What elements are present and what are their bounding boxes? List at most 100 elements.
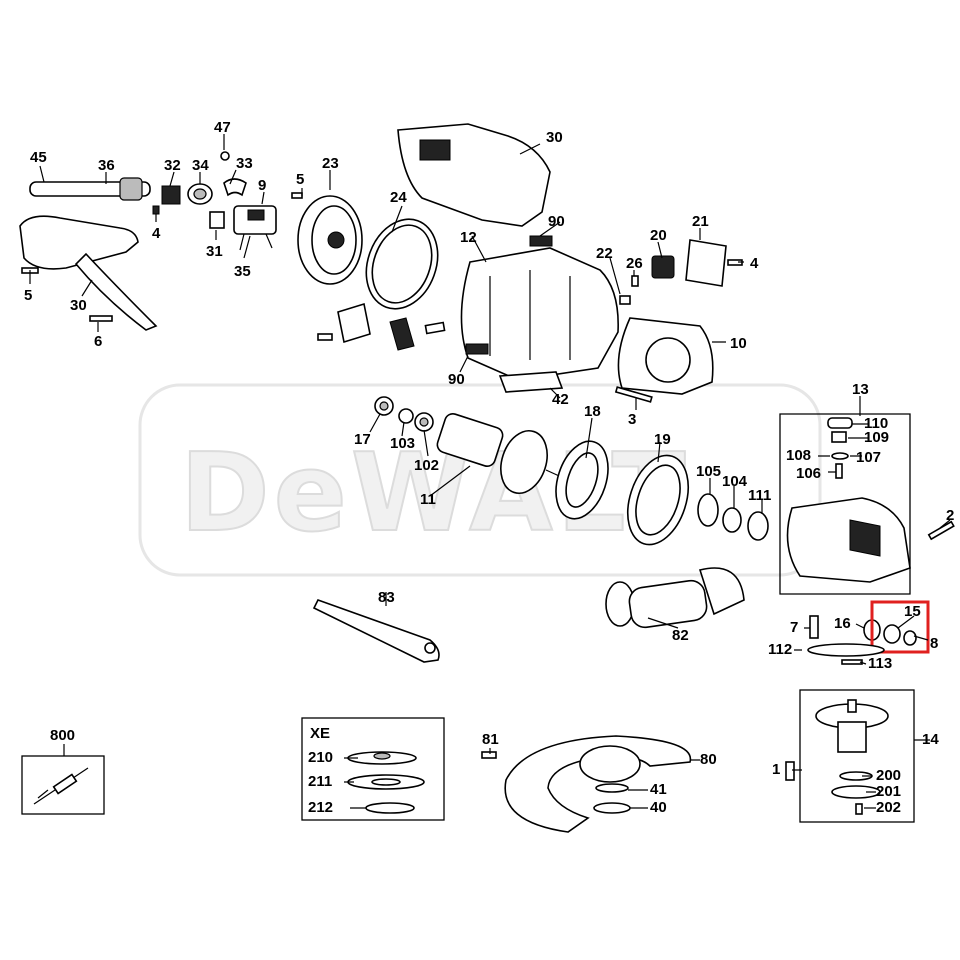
part-83-wrench[interactable] — [312, 599, 440, 663]
xe-kit-box — [301, 717, 445, 821]
part-103-washer[interactable] — [398, 408, 414, 424]
part-33-clip[interactable] — [223, 178, 247, 197]
part-210-flange[interactable] — [347, 751, 417, 765]
part-104-washer[interactable] — [722, 507, 742, 533]
label-9: 9 — [258, 177, 266, 194]
part-211-disc[interactable] — [347, 774, 425, 790]
part-31-block[interactable] — [209, 211, 225, 229]
label-103: 103 — [390, 435, 415, 452]
part-40-nut[interactable] — [593, 802, 631, 814]
part-34-ring[interactable] — [187, 183, 213, 205]
part-3-screw[interactable] — [614, 386, 653, 403]
label-20: 20 — [650, 227, 667, 244]
part-110-button[interactable] — [827, 417, 853, 429]
part-36-rod[interactable] — [29, 177, 151, 201]
part-82-side-handle[interactable] — [605, 567, 745, 629]
part-47-ring[interactable] — [220, 151, 230, 161]
part-23-fan[interactable] — [297, 195, 363, 285]
part-102-bearing[interactable] — [414, 412, 434, 432]
part-18-baffle[interactable] — [547, 435, 617, 526]
label-102: 102 — [414, 457, 439, 474]
label-45: 45 — [30, 149, 47, 166]
part-gear-case[interactable] — [786, 497, 911, 583]
label-5-left: 5 — [24, 287, 32, 304]
part-12-motor-housing[interactable] — [460, 247, 619, 381]
label-XE: XE — [310, 725, 330, 742]
label-47: 47 — [214, 119, 231, 136]
part-800-grease-gun[interactable] — [21, 755, 105, 815]
highlight-box — [870, 600, 930, 654]
label-4-left: 4 — [152, 225, 161, 242]
label-15: 15 — [904, 603, 921, 620]
label-107: 107 — [856, 449, 881, 466]
label-12: 12 — [460, 229, 477, 246]
label-22: 22 — [596, 245, 613, 262]
part-22-pin[interactable] — [619, 295, 631, 305]
label-800: 800 — [50, 727, 75, 744]
part-brush-holders[interactable] — [317, 302, 446, 351]
label-35: 35 — [234, 263, 251, 280]
part-35-switch[interactable] — [233, 205, 277, 251]
part-30-top-housing[interactable] — [397, 123, 551, 227]
part-41-flange[interactable] — [595, 783, 629, 793]
part-80-guard[interactable] — [504, 735, 692, 833]
leader-lines — [29, 134, 951, 809]
label-113: 113 — [868, 655, 892, 672]
label-10: 10 — [730, 335, 747, 352]
part-112-o-ring[interactable] — [807, 643, 885, 657]
part-81-screw[interactable] — [481, 751, 497, 759]
part-14-spindle-gear[interactable] — [815, 699, 889, 753]
label-34: 34 — [192, 157, 209, 174]
part-107-washer[interactable] — [831, 452, 849, 460]
part-10-field-coil[interactable] — [617, 317, 714, 395]
part-19-bearing-ring[interactable] — [617, 448, 699, 553]
part-1-screw[interactable] — [785, 761, 795, 781]
label-40: 40 — [650, 799, 667, 816]
part-105-ring[interactable] — [697, 493, 719, 527]
part-20-switch[interactable] — [651, 255, 675, 279]
label-23: 23 — [322, 155, 339, 172]
label-80: 80 — [700, 751, 717, 768]
label-212: 212 — [308, 799, 333, 816]
part-90-brush-lower[interactable] — [465, 343, 489, 355]
part-24-baffle-ring[interactable] — [354, 209, 449, 319]
part-32-bracket[interactable] — [161, 185, 181, 205]
part-42-insulation[interactable] — [498, 371, 564, 393]
part-26-pin[interactable] — [631, 275, 639, 287]
label-2: 2 — [946, 507, 954, 524]
label-106: 106 — [796, 465, 821, 482]
part-212-nut[interactable] — [365, 802, 415, 814]
part-90-brush-upper[interactable] — [529, 235, 553, 247]
label-21: 21 — [692, 213, 709, 230]
label-3: 3 — [628, 411, 636, 428]
part-201-plate[interactable] — [831, 785, 881, 799]
part-6-screw[interactable] — [89, 315, 113, 322]
label-108: 108 — [786, 447, 811, 464]
part-4-screw-left[interactable] — [152, 205, 160, 215]
part-21-cover[interactable] — [685, 239, 727, 287]
label-111: 111 — [748, 487, 771, 504]
part-5-screw-top[interactable] — [291, 192, 303, 199]
label-7: 7 — [790, 619, 798, 636]
part-7-screw[interactable] — [809, 615, 819, 639]
part-202-screw[interactable] — [855, 803, 863, 815]
part-113-screw[interactable] — [841, 659, 863, 665]
label-105: 105 — [696, 463, 721, 480]
part-109-spring[interactable] — [831, 431, 847, 443]
label-6: 6 — [94, 333, 102, 350]
label-26: 26 — [626, 255, 643, 272]
label-31: 31 — [206, 243, 223, 260]
part-2-screw[interactable] — [927, 520, 955, 541]
label-5-top: 5 — [296, 171, 304, 188]
label-42: 42 — [552, 391, 569, 408]
label-33: 33 — [236, 155, 253, 172]
part-30-rear-handle[interactable] — [19, 215, 158, 331]
label-30-left: 30 — [70, 297, 87, 314]
part-15-lock-assembly[interactable] — [883, 624, 917, 646]
part-111-ring[interactable] — [747, 511, 769, 541]
part-17-bearing[interactable] — [374, 396, 394, 416]
label-11: 11 — [420, 491, 436, 508]
label-200: 200 — [876, 767, 901, 784]
part-106-pin[interactable] — [835, 463, 843, 479]
